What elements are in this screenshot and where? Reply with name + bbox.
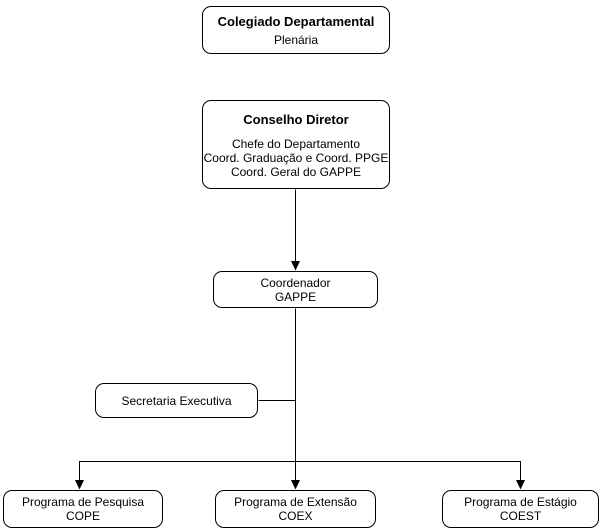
node-programa-extensao-coex: Programa de Extensão COEX bbox=[215, 490, 376, 528]
node-title: Conselho Diretor bbox=[243, 112, 349, 127]
arrowhead-estagio bbox=[516, 480, 525, 490]
node-abbr: COPE bbox=[65, 509, 100, 523]
node-label: Programa de Extensão bbox=[234, 495, 357, 509]
node-label: Coordenador bbox=[260, 275, 331, 290]
node-member-line: Coord. Geral do GAPPE bbox=[230, 165, 362, 179]
node-colegiado-departamental: Colegiado Departamental Plenária bbox=[202, 6, 390, 54]
node-abbr: GAPPE bbox=[274, 289, 317, 304]
node-conselho-diretor: Conselho Diretor Chefe do Departamento C… bbox=[202, 100, 390, 189]
node-member-line: Chefe do Departamento bbox=[231, 137, 361, 151]
node-member-line: Coord. Graduação e Coord. PPGE bbox=[203, 151, 389, 165]
node-secretaria-executiva: Secretaria Executiva bbox=[95, 383, 258, 418]
connector-branch-to-pesquisa bbox=[79, 461, 296, 481]
node-programa-pesquisa-cope: Programa de Pesquisa COPE bbox=[3, 490, 163, 528]
node-programa-estagio-coest: Programa de Estágio COEST bbox=[442, 490, 599, 528]
node-label: Programa de Estágio bbox=[464, 495, 577, 509]
node-title: Colegiado Departamental bbox=[217, 13, 375, 29]
arrowhead-pesquisa bbox=[75, 480, 84, 490]
node-label: Programa de Pesquisa bbox=[21, 495, 145, 509]
arrowhead-extensao bbox=[291, 480, 300, 490]
node-coordenador-gappe: Coordenador GAPPE bbox=[213, 271, 378, 308]
node-abbr: COEST bbox=[499, 509, 542, 523]
node-abbr: COEX bbox=[278, 509, 313, 523]
connector-branch-to-estagio bbox=[295, 461, 521, 481]
node-label: Secretaria Executiva bbox=[121, 393, 232, 408]
node-subtitle: Plenária bbox=[273, 32, 319, 47]
arrowhead-coordenador bbox=[291, 261, 300, 271]
